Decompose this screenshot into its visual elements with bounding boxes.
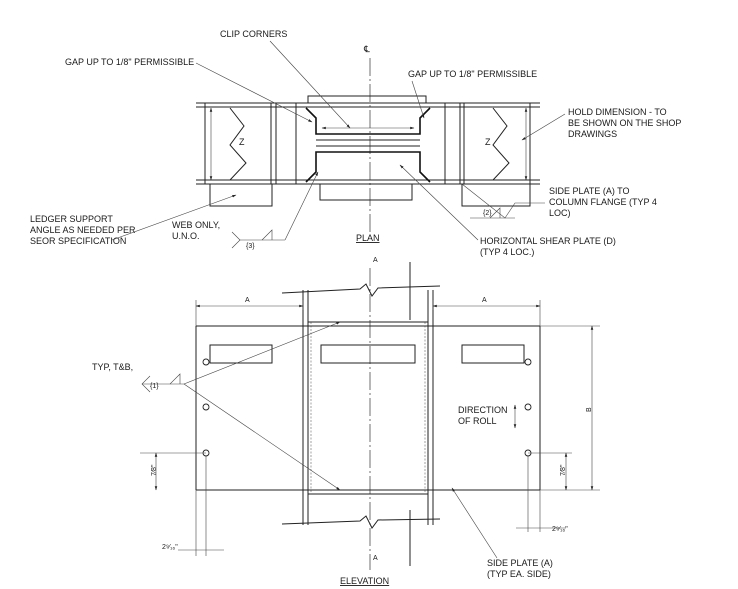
shear-plate-top bbox=[305, 107, 431, 135]
ledger-note-2: ANGLE AS NEEDED PER bbox=[30, 225, 136, 235]
horizontal-shear-note-2: (TYP 4 LOC.) bbox=[480, 247, 534, 257]
weld-symbol-1-leader-b bbox=[183, 383, 341, 491]
hold-dimension-note-1: HOLD DIMENSION - TO bbox=[568, 107, 667, 117]
weld-symbol-3-label: {3} bbox=[246, 243, 255, 250]
section-mark-top: A bbox=[373, 257, 378, 264]
elevation-title: ELEVATION bbox=[340, 576, 389, 586]
weld-symbol-1-fillet bbox=[169, 373, 181, 385]
typ-tb-note: TYP, T&B, bbox=[92, 362, 133, 372]
web-only-note-1: WEB ONLY, bbox=[172, 220, 220, 230]
hole-right-2 bbox=[524, 403, 532, 411]
hole-left-2 bbox=[202, 403, 210, 411]
weld-symbol-3-ref bbox=[231, 231, 241, 249]
dim-2-right-label: 2⁹⁄₁₆" bbox=[552, 526, 568, 533]
dim-b-label: B bbox=[586, 407, 593, 412]
side-plate-elev-leader bbox=[451, 487, 498, 559]
ledger-leader bbox=[111, 194, 237, 241]
side-plate-elev-note-2: (TYP EA. SIDE) bbox=[487, 569, 551, 579]
column-top-flange bbox=[307, 95, 427, 104]
web-only-note-2: U.N.O. bbox=[172, 231, 200, 241]
hole-right-1 bbox=[524, 358, 532, 366]
z-label-right: Z bbox=[485, 137, 491, 147]
centerline-symbol: ℄ bbox=[363, 44, 370, 54]
left-break-line bbox=[229, 107, 247, 181]
dim-2-left-label: 2⁹⁄₁₆" bbox=[162, 544, 178, 551]
top-break-line bbox=[281, 283, 441, 297]
right-ledger-angle bbox=[461, 183, 531, 207]
ledger-note-3: SEOR SPECIFICATION bbox=[30, 236, 126, 246]
side-plate-plan-note-2: COLUMN FLANGE (TYP 4 bbox=[549, 197, 657, 207]
dim-a-left-label: A bbox=[245, 297, 250, 304]
slot-right bbox=[461, 344, 525, 364]
bottom-break-line bbox=[281, 515, 441, 529]
weld-symbol-3-leader bbox=[284, 171, 319, 241]
direction-roll-note-1: DIRECTION bbox=[458, 405, 508, 415]
left-ledger-angle bbox=[209, 183, 273, 207]
weld-symbol-3-fillet bbox=[261, 229, 273, 241]
slot-center bbox=[320, 344, 416, 364]
side-plate-plan-note-1: SIDE PLATE (A) TO bbox=[549, 186, 630, 196]
hold-dimension-note-2: BE SHOWN ON THE SHOP bbox=[568, 118, 681, 128]
plan-title: PLAN bbox=[356, 233, 380, 243]
weld-symbol-2-leader bbox=[461, 183, 545, 219]
hold-dimension-note-3: DRAWINGS bbox=[568, 129, 617, 139]
dim-7-8-left-label: 7⁄8" bbox=[151, 464, 158, 476]
side-plate-elev-note-1: SIDE PLATE (A) bbox=[487, 558, 553, 568]
clip-corners-leader bbox=[269, 40, 351, 129]
shear-plate-bottom bbox=[305, 151, 431, 183]
ledger-note-1: LEDGER SUPPORT bbox=[30, 214, 113, 224]
gap-note-left: GAP UP TO 1/8" PERMISSIBLE bbox=[65, 57, 194, 67]
side-plate-plan-note-3: LOC) bbox=[549, 208, 571, 218]
horizontal-shear-note-1: HORIZONTAL SHEAR PLATE (D) bbox=[480, 236, 616, 246]
elevation-view: A A A bbox=[92, 257, 600, 586]
weld-symbol-1-leader-a bbox=[183, 321, 341, 385]
dim-a-right-label: A bbox=[482, 297, 487, 304]
hole-left-1 bbox=[202, 358, 210, 366]
z-label-left: Z bbox=[239, 137, 245, 147]
section-mark-bottom: A bbox=[373, 555, 378, 562]
hold-dimension-leader bbox=[521, 113, 566, 141]
gap-note-right: GAP UP TO 1/8" PERMISSIBLE bbox=[408, 69, 537, 79]
weld-symbol-2-fillet bbox=[489, 207, 501, 219]
weld-symbol-2-label: {2} bbox=[483, 210, 492, 217]
column-bottom-flange bbox=[319, 183, 413, 201]
slot-left bbox=[209, 344, 273, 364]
horizontal-shear-leader bbox=[399, 164, 479, 241]
clip-corners-note: CLIP CORNERS bbox=[220, 29, 287, 39]
plan-view: ℄ Z Z CL bbox=[30, 29, 681, 257]
gap-left-leader bbox=[195, 62, 313, 123]
weld-symbol-1-label: {1} bbox=[150, 383, 159, 390]
gap-right-leader bbox=[411, 80, 425, 119]
right-break-line bbox=[492, 107, 510, 181]
direction-roll-note-2: OF ROLL bbox=[458, 416, 497, 426]
dim-7-8-right-label: 7⁄8" bbox=[560, 464, 567, 476]
